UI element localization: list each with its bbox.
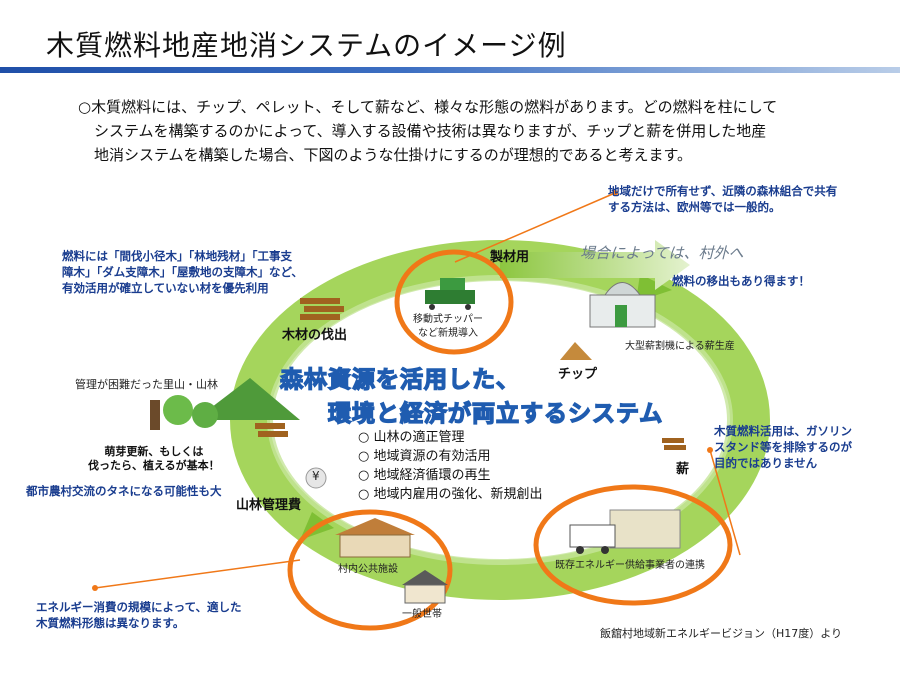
callout-dot — [92, 585, 98, 591]
label-harvest: 木材の伐出 — [282, 328, 348, 343]
tree-icon — [192, 402, 218, 428]
benefit-item: ○ 地域内雇用の強化、新規創出 — [358, 487, 543, 502]
callout-dot — [612, 190, 618, 196]
wood-pile-icon — [255, 423, 288, 437]
intro-text: ○木質燃料には、チップ、ペレット、そして薪など、様々な形態の燃料があります。どの… — [78, 95, 878, 167]
note-fuel-sources: 燃料には「間伐小径木」「林地残材」「工事支 障木」「ダム支障木」「屋敷地の支障木… — [62, 249, 303, 295]
chipper-icon — [425, 290, 475, 304]
chip-pile-icon — [560, 342, 592, 360]
benefit-item: ○ 山林の適正管理 — [358, 430, 465, 445]
callout-dot — [707, 447, 713, 453]
label-outside: 場合によっては、村外へ — [580, 244, 744, 262]
benefit-item: ○ 地域資源の有効活用 — [358, 449, 491, 464]
public-highlight — [287, 509, 453, 631]
label-yen: ¥ — [312, 469, 320, 483]
supplier-station-icon — [569, 509, 681, 554]
label-chipper: 移動式チッパー など新規導入 — [413, 314, 483, 339]
page-title: 木質燃料地産地消システムのイメージ例 — [46, 29, 567, 62]
person-icon — [150, 400, 160, 430]
label-chip: チップ — [558, 367, 598, 382]
yen-coin-icon — [305, 467, 327, 489]
tree-icon — [163, 395, 193, 425]
label-lumber: 製材用 — [490, 250, 530, 265]
title-underline — [0, 67, 900, 73]
system-title: 森林資源を活用した、 環境と経済が両立するシステム — [279, 366, 664, 427]
benefit-list: ○ 山林の適正管理 ○ 地域資源の有効活用 ○ 地域経済循環の再生 ○ 地域内雇… — [358, 428, 542, 504]
chipper-highlight — [394, 249, 514, 355]
label-public-facility: 村内公共施設 — [338, 564, 398, 575]
export-arrow — [500, 240, 690, 290]
wood-pile-icon — [662, 438, 686, 450]
label-household: 一般世帯 — [402, 609, 442, 620]
label-satoyama: 管理が困難だった里山・山林 — [75, 378, 218, 391]
note-replant: 萌芽更新、もしくは 伐ったら、植えるが基本！ — [88, 445, 220, 472]
intro-line: ○木質燃料には、チップ、ペレット、そして薪など、様々な形態の燃料があります。どの… — [78, 98, 778, 116]
intro-line: 地消システムを構築した場合、下図のような仕掛けにするのが理想的であると考えます。 — [94, 146, 693, 164]
public-building-icon — [335, 518, 415, 558]
mountain-icon — [195, 378, 300, 420]
note-urban-rural: 都市農村交流のタネになる可能性も大 — [26, 484, 222, 498]
callout-line — [709, 449, 741, 556]
wood-pile-icon — [300, 298, 344, 320]
label-big-splitter: 大型薪割機による薪生産 — [625, 341, 735, 352]
label-firewood: 薪 — [676, 462, 690, 477]
note-shared-equipment: 地域だけで所有せず、近隣の森林組合で共有 する方法は、欧州等では一般的。 — [608, 184, 838, 214]
label-supplier: 既存エネルギー供給事業者の連携 — [555, 560, 705, 571]
house-icon — [402, 570, 448, 604]
callout-line — [454, 192, 616, 263]
intro-line: システムを構築するのかによって、導入する設備や技術は異なりますが、チップと薪を併… — [94, 122, 767, 140]
callout-line — [94, 559, 301, 589]
label-forest-fee: 山林管理費 — [236, 498, 302, 513]
note-export: 燃料の移出もあり得ます！ — [672, 274, 810, 288]
note-consumption-scale: エネルギー消費の規模によって、適した 木質燃料形態は異なります。 — [36, 600, 242, 630]
supplier-highlight — [533, 484, 733, 606]
benefit-item: ○ 地域経済循環の再生 — [358, 468, 491, 483]
note-gas-stations: 木質燃料活用は、ガソリン スタンド等を排除するのが 目的ではありません — [714, 424, 852, 470]
source-citation: 飯舘村地域新エネルギービジョン（H17度）より — [600, 627, 843, 640]
